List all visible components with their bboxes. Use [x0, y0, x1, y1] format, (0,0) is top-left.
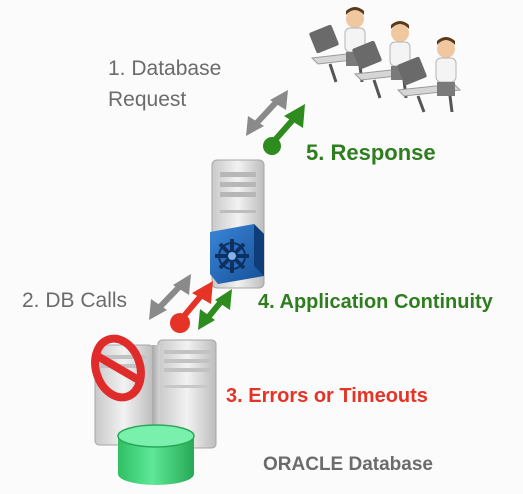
db-calls-arrow-icon	[149, 274, 191, 320]
database-cylinder-icon	[117, 424, 195, 485]
error-arrow-icon	[170, 281, 213, 333]
database-label: ORACLE Database	[263, 454, 433, 475]
user-figure	[396, 37, 462, 113]
step1-label-line1: 1. Database	[108, 57, 222, 80]
step2-label: 2. DB Calls	[22, 289, 128, 312]
user-figure	[309, 7, 372, 83]
step4-label: 4. Application Continuity	[258, 291, 493, 313]
step5-label: 5. Response	[306, 140, 436, 165]
step1-label-line2: Request	[108, 88, 187, 111]
response-arrow-icon	[263, 104, 305, 155]
prohibited-icon	[91, 334, 145, 402]
users-at-desks-icon	[309, 7, 462, 113]
request-arrow-icon	[246, 90, 288, 136]
gear-badge-icon	[210, 224, 264, 284]
continuity-arrow-icon	[198, 289, 232, 330]
step3-label: 3. Errors or Timeouts	[226, 385, 428, 407]
